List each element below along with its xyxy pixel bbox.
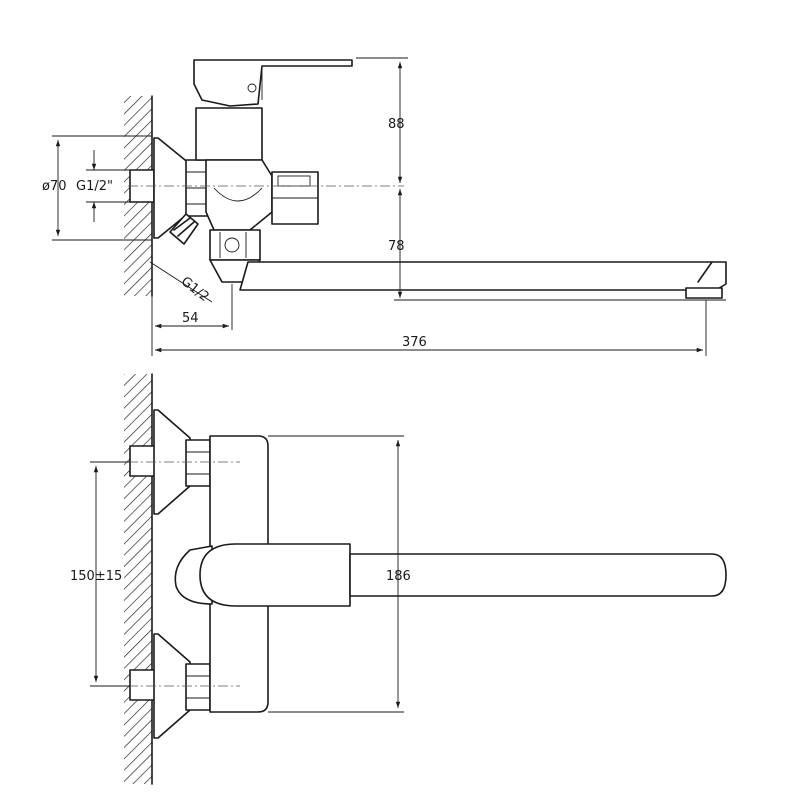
top-view: 150±15 186 [70, 373, 727, 785]
dim-54-label: 54 [182, 311, 199, 326]
mixer-body-side [195, 107, 263, 161]
dim-flange-label: ø70 [42, 179, 67, 194]
dim-spacing-label: 150±15 [70, 569, 122, 584]
diverter-body-side [205, 159, 273, 231]
dim-186-label: 186 [386, 569, 411, 584]
hex-nut-top-upper [185, 439, 211, 487]
shower-outlet-side [169, 213, 199, 245]
dim-376-label: 376 [402, 335, 427, 350]
dim-shower-thread-label: G1/2 [178, 274, 212, 305]
wall-hatching-top [124, 374, 152, 784]
dim-78-label: 78 [388, 239, 405, 254]
aerator-side [685, 287, 723, 299]
side-view: 88 78 ø70 G1/2" G1/2 54 376 [42, 57, 727, 356]
spout-side [239, 261, 727, 291]
handle-hub-top [199, 543, 351, 607]
dim-88-label: 88 [388, 117, 405, 132]
dim-inlet-thread-label: G1/2" [76, 179, 113, 194]
lever-handle-side [193, 59, 353, 107]
spout-coupling-side [209, 229, 261, 261]
spout-top [349, 553, 727, 597]
hex-nut-top-lower [185, 663, 211, 711]
